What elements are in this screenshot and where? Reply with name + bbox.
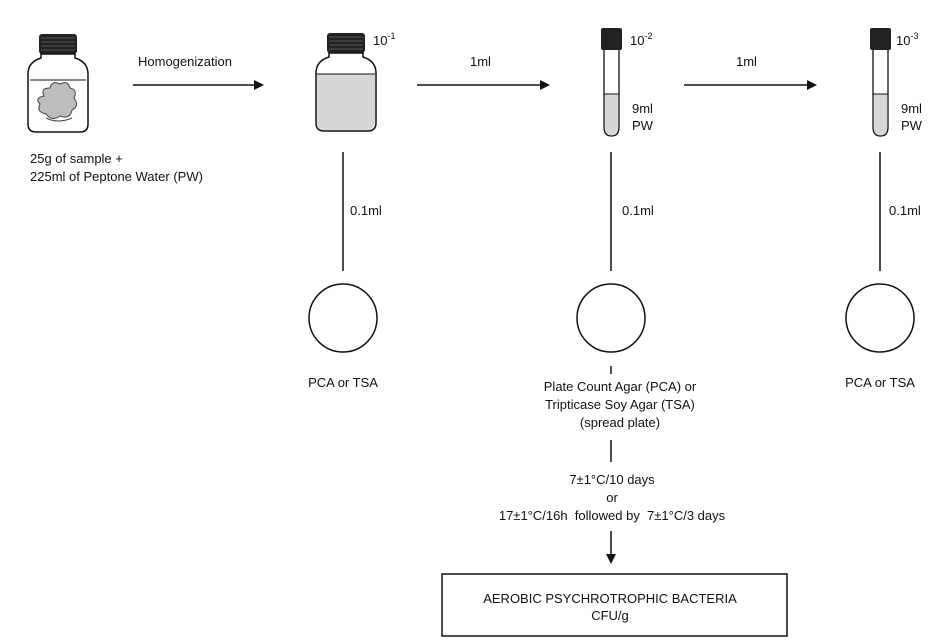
plating-medium-2-line2: Tripticase Soy Agar (TSA): [545, 397, 695, 412]
transfer-2-label: 1ml: [736, 54, 757, 69]
sample-clump: [37, 82, 78, 120]
petri-dish-2: [576, 283, 646, 353]
dilution-1-label: 10-1: [373, 31, 395, 48]
homogenization-label: Homogenization: [138, 54, 232, 69]
result-line1: AEROBIC PSYCHROTROPHIC BACTERIA: [483, 591, 737, 606]
sample-text-line1: 25g of sample +: [30, 151, 123, 166]
dilution-tube-icon: [870, 28, 891, 137]
tube-cap: [870, 28, 891, 50]
petri-dish-1: [308, 283, 378, 353]
dilution-tube-icon: [601, 28, 622, 137]
dilution-2-diluent: PW: [632, 118, 654, 133]
bottle-cap: [327, 33, 365, 53]
result-line2: CFU/g: [591, 608, 629, 623]
plating-medium-2-line1: Plate Count Agar (PCA) or: [544, 379, 697, 394]
dilution-3-diluent: PW: [901, 118, 923, 133]
bottle-liquid: [317, 74, 375, 130]
dilution-3-label: 10-3: [896, 31, 918, 48]
dilution-2-label: 10-2: [630, 31, 652, 48]
dilution-3-volume: 9ml: [901, 101, 922, 116]
incubation-line1: 7±1°C/10 days: [569, 472, 655, 487]
plating-volume-3: 0.1ml: [889, 203, 921, 218]
tube-liquid: [874, 94, 887, 135]
plating-medium-2-line3: (spread plate): [580, 415, 660, 430]
incubation-line2: or: [606, 490, 618, 505]
bottle-cap: [39, 34, 77, 54]
petri-dish-3: [845, 283, 915, 353]
plating-medium-1: PCA or TSA: [308, 375, 378, 390]
sample-text-line2: 225ml of Peptone Water (PW): [30, 169, 203, 184]
sample-bottle-icon: [27, 34, 89, 133]
tube-liquid: [605, 94, 618, 135]
plating-volume-2: 0.1ml: [622, 203, 654, 218]
plating-volume-1: 0.1ml: [350, 203, 382, 218]
incubation-line3: 17±1°C/16h followed by 7±1°C/3 days: [499, 508, 726, 523]
dilution-bottle-icon: [315, 33, 377, 132]
plating-medium-3: PCA or TSA: [845, 375, 915, 390]
tube-cap: [601, 28, 622, 50]
transfer-1-label: 1ml: [470, 54, 491, 69]
result-box: [441, 573, 788, 637]
dilution-2-volume: 9ml: [632, 101, 653, 116]
